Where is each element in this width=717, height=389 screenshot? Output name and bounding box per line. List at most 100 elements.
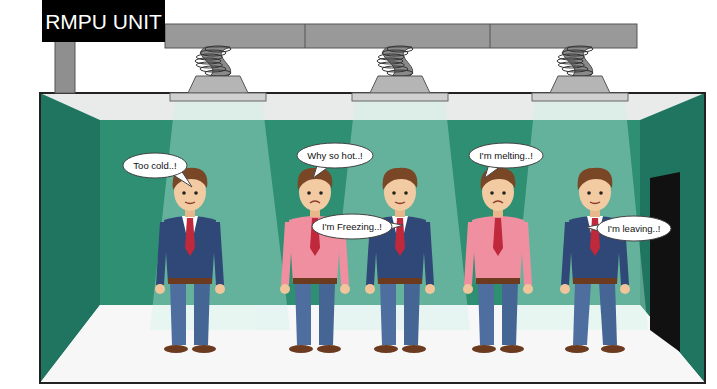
hair xyxy=(383,168,418,190)
eye xyxy=(490,191,494,195)
hose-ring xyxy=(200,50,226,56)
eye xyxy=(599,191,603,195)
speech-text: I'm Freezing..! xyxy=(322,221,382,232)
speech-text: Why so hot..! xyxy=(307,150,362,161)
speech-bubble: I'm leaving..! xyxy=(596,215,672,242)
shoe xyxy=(500,345,524,353)
eye xyxy=(392,191,396,195)
diffuser-housing xyxy=(550,76,610,93)
hose-ring xyxy=(205,70,231,76)
people xyxy=(155,168,630,353)
hair xyxy=(481,168,516,190)
hose-ring xyxy=(562,66,588,72)
bubble-outline xyxy=(312,214,392,239)
hose-ring xyxy=(382,66,408,72)
duct-joint xyxy=(490,24,491,48)
eye xyxy=(404,191,408,195)
belt xyxy=(476,278,520,284)
unit-box: RMPU UNIT xyxy=(42,0,165,42)
hose-ring xyxy=(387,46,413,52)
bubble-outline xyxy=(597,216,671,241)
hose-ring xyxy=(382,50,408,56)
hand xyxy=(523,284,533,294)
shoe xyxy=(289,345,313,353)
hand xyxy=(365,284,375,294)
hose-ring xyxy=(567,70,593,76)
hand xyxy=(463,284,473,294)
diffuser-housing xyxy=(188,76,248,93)
diffuser-plate xyxy=(170,93,266,101)
speech-bubble: I'm melting..! xyxy=(468,142,544,169)
room-outline xyxy=(40,93,705,383)
tie xyxy=(493,218,503,256)
belt xyxy=(168,278,212,284)
bubble-outline xyxy=(297,143,373,168)
flex-hose xyxy=(383,47,413,76)
torso xyxy=(164,216,216,284)
hose-ring xyxy=(200,66,226,72)
leg xyxy=(319,282,335,345)
shoe xyxy=(472,345,496,353)
eye xyxy=(587,191,591,195)
hand xyxy=(620,284,630,294)
belt xyxy=(293,278,337,284)
leg xyxy=(194,282,210,345)
person xyxy=(365,168,435,353)
diffuser-plate xyxy=(352,93,448,101)
diffuser-plate xyxy=(532,93,628,101)
speech-text: I'm leaving..! xyxy=(607,223,660,234)
shoe xyxy=(192,345,216,353)
door xyxy=(650,172,680,352)
mouth xyxy=(493,201,503,203)
leg xyxy=(502,282,518,345)
mouth xyxy=(185,202,195,204)
mouth xyxy=(310,201,320,203)
eye xyxy=(182,191,186,195)
bubble-outline xyxy=(469,143,543,168)
duct xyxy=(165,24,637,48)
duct-joint xyxy=(305,24,306,48)
person xyxy=(280,168,350,353)
mouth xyxy=(590,202,600,204)
hand xyxy=(560,284,570,294)
shoe xyxy=(565,345,589,353)
hose-ring xyxy=(387,70,413,76)
tie xyxy=(185,218,195,256)
eye xyxy=(307,191,311,195)
hose-ring xyxy=(205,46,231,52)
speech-bubble: I'm Freezing..! xyxy=(311,213,393,240)
diffuser-housing xyxy=(370,76,430,93)
hand xyxy=(215,284,225,294)
person xyxy=(463,168,533,353)
shoe xyxy=(374,345,398,353)
hose-ring xyxy=(567,46,593,52)
leg xyxy=(404,282,420,345)
speech-bubble: Too cold..! xyxy=(122,152,188,179)
shoe xyxy=(164,345,188,353)
unit-label: RMPU UNIT xyxy=(42,11,165,32)
hose-ring xyxy=(378,62,404,68)
belt xyxy=(378,278,422,284)
leg xyxy=(295,282,311,345)
eye xyxy=(319,191,323,195)
person xyxy=(560,168,630,353)
supply-pipe xyxy=(55,40,75,93)
eye xyxy=(194,191,198,195)
belt xyxy=(573,278,617,284)
flex-hose xyxy=(563,47,593,76)
hose-ring xyxy=(558,62,584,68)
hoses xyxy=(170,46,628,101)
hand xyxy=(280,284,290,294)
hand xyxy=(155,284,165,294)
hose-ring xyxy=(196,62,222,68)
leg xyxy=(478,282,494,345)
air-cones xyxy=(150,100,648,330)
hair xyxy=(578,168,613,190)
shoe xyxy=(402,345,426,353)
speech-bubble: Why so hot..! xyxy=(296,142,374,169)
leg xyxy=(599,282,617,345)
leg xyxy=(380,282,396,345)
